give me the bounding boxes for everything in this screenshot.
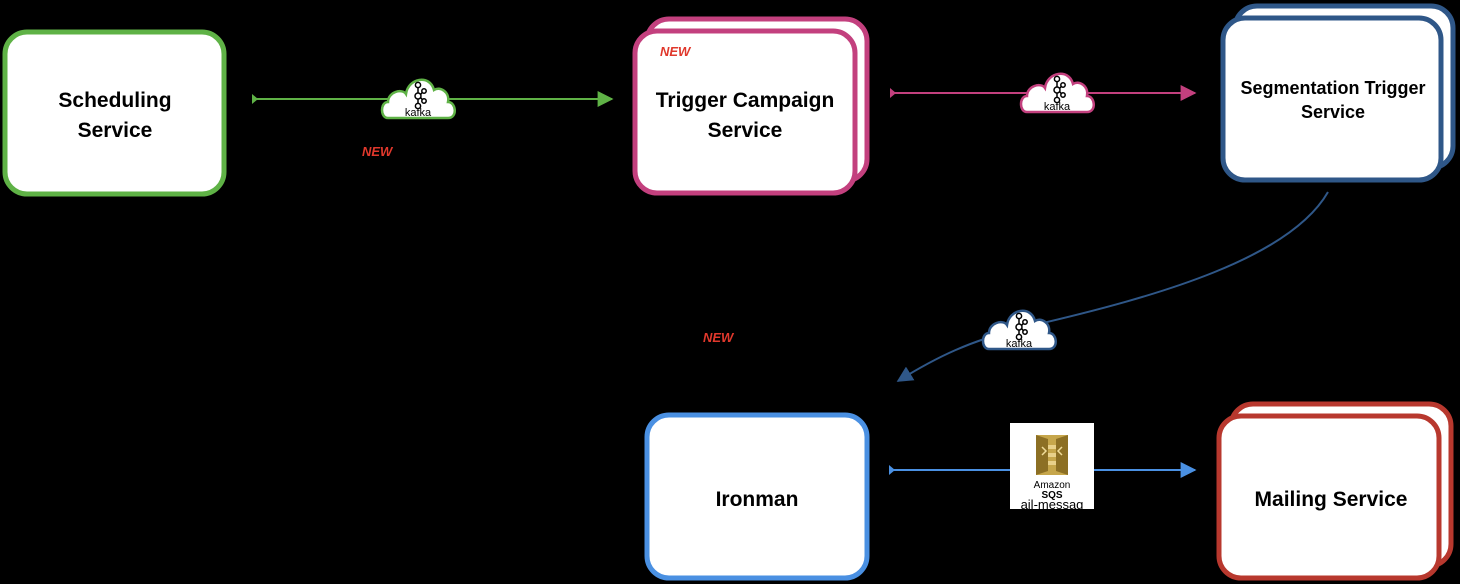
scheduling-service-label-line2: Service xyxy=(78,119,153,142)
segmentation-label-line2: Service xyxy=(1301,102,1365,122)
trigger-campaign-label-line1: Trigger Campaign xyxy=(656,89,835,112)
connector-segmentation-to-ironman xyxy=(896,191,1329,382)
trigger-campaign-label-line2: Service xyxy=(708,119,783,142)
kafka-cloud-icon: kafka xyxy=(380,78,456,120)
amazon-sqs-icon: Amazon SQS ail-messag xyxy=(1010,423,1094,512)
new-tag-middle: NEW xyxy=(703,330,735,345)
mailing-service-node[interactable]: Mailing Service xyxy=(1216,401,1454,581)
scheduling-service-label-line1: Scheduling xyxy=(58,89,171,112)
mailing-service-label: Mailing Service xyxy=(1255,488,1408,511)
new-tag-trigger: NEW xyxy=(660,44,692,59)
segmentation-label-line1: Segmentation Trigger xyxy=(1240,78,1425,98)
kafka-label-3: kafka xyxy=(1006,338,1033,350)
sqs-queue-label: ail-messag xyxy=(1021,497,1084,512)
sqs-name-label: SQS xyxy=(1041,490,1062,501)
kafka-cloud-icon: kafka xyxy=(1019,72,1095,114)
segmentation-trigger-service-node[interactable]: Segmentation Trigger Service xyxy=(1220,3,1456,183)
kafka-cloud-icon: kafka xyxy=(981,309,1057,351)
sqs-vendor-label: Amazon xyxy=(1034,480,1071,491)
new-tag-scheduling: NEW xyxy=(362,144,394,159)
kafka-label-2: kafka xyxy=(1044,101,1071,113)
trigger-campaign-service-node[interactable]: Trigger Campaign Service xyxy=(632,16,870,196)
ironman-node[interactable]: Ironman xyxy=(644,412,870,581)
ironman-label: Ironman xyxy=(716,488,799,511)
kafka-label-1: kafka xyxy=(405,107,432,119)
scheduling-service-node[interactable]: Scheduling Service xyxy=(2,29,227,197)
